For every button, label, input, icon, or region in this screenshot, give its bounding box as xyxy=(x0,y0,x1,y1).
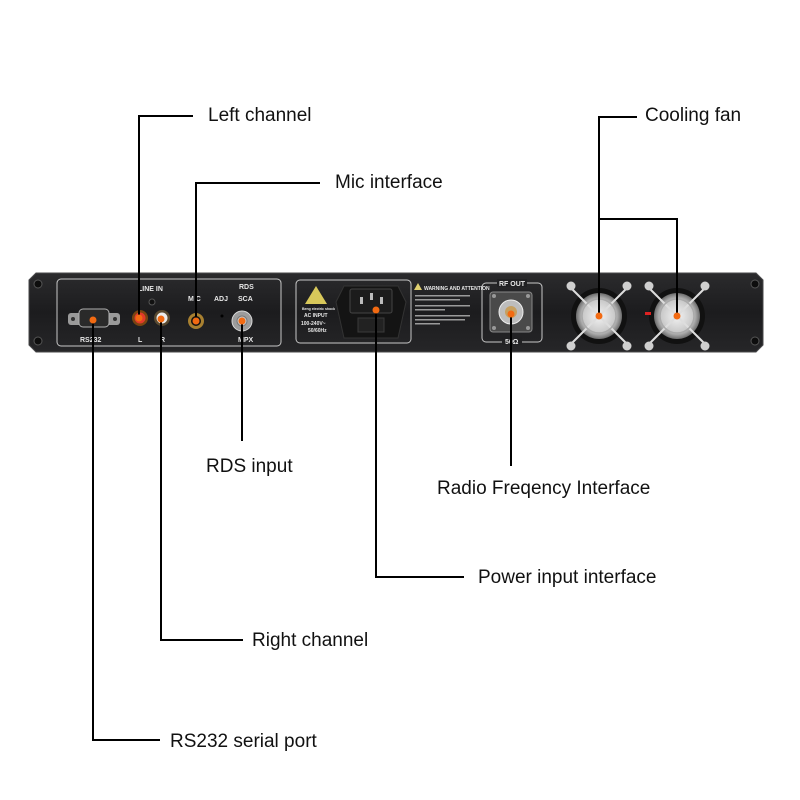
leader-cooling-fan xyxy=(598,116,637,316)
marker-fan1 xyxy=(595,312,603,320)
leader-right-channel xyxy=(160,319,243,641)
mpx-text: MPX xyxy=(238,337,254,344)
warning-small-icon xyxy=(414,283,422,290)
ac-input-text: AC INPUT xyxy=(304,313,328,319)
label-left-channel: Left channel xyxy=(208,105,312,126)
marker-left xyxy=(135,314,143,322)
label-rf-interface: Radio Freqency Interface xyxy=(437,478,651,499)
sca-text: SCA xyxy=(238,296,253,303)
rf-out-text: RF OUT xyxy=(499,281,526,288)
adj-pot xyxy=(220,314,224,318)
marker-mic xyxy=(192,317,200,325)
rs232-text: RS232 xyxy=(80,337,102,344)
label-rs232: RS232 serial port xyxy=(170,731,317,752)
leader-cooling-fan-2 xyxy=(599,218,678,316)
marker-power xyxy=(372,306,380,314)
leader-power-input xyxy=(375,310,464,578)
warning-title: WARNING AND ATTENTION xyxy=(424,286,490,292)
label-rds-input: RDS input xyxy=(206,456,293,477)
marker-rs232 xyxy=(89,316,97,324)
marker-right xyxy=(157,315,165,323)
leader-mic-interface xyxy=(195,182,320,321)
panel-screws xyxy=(33,279,760,346)
marker-rds xyxy=(238,317,246,325)
callout-markers xyxy=(89,306,681,325)
audio-section-frame xyxy=(56,278,282,347)
label-right-channel: Right channel xyxy=(252,630,369,651)
l-text: L xyxy=(138,337,143,344)
label-mic-interface: Mic interface xyxy=(335,172,443,193)
screw-icon xyxy=(148,298,156,306)
rf-label-bg xyxy=(497,279,527,287)
voltage-text: 100-240V~ xyxy=(301,321,326,327)
iec-power-socket xyxy=(335,285,407,339)
warning-triangle-icon xyxy=(305,286,327,304)
shock-text: Beng electric shock xyxy=(302,307,335,311)
label-power-input: Power input interface xyxy=(478,567,657,588)
power-section-frame xyxy=(295,279,412,344)
label-cooling-fan: Cooling fan xyxy=(645,105,742,126)
line-in-text: LINE IN xyxy=(138,286,163,293)
r-text: R xyxy=(160,337,165,344)
marker-fan2 xyxy=(673,312,681,320)
freq-text: 50/60Hz xyxy=(308,328,327,334)
adj-text: ADJ xyxy=(214,296,228,303)
warning-text-lines xyxy=(415,295,470,325)
mic-text: M C xyxy=(188,296,201,303)
rds-text: RDS xyxy=(239,284,254,291)
leader-left-channel xyxy=(138,115,193,318)
marker-rf xyxy=(507,310,515,318)
leader-rs232 xyxy=(92,320,160,741)
